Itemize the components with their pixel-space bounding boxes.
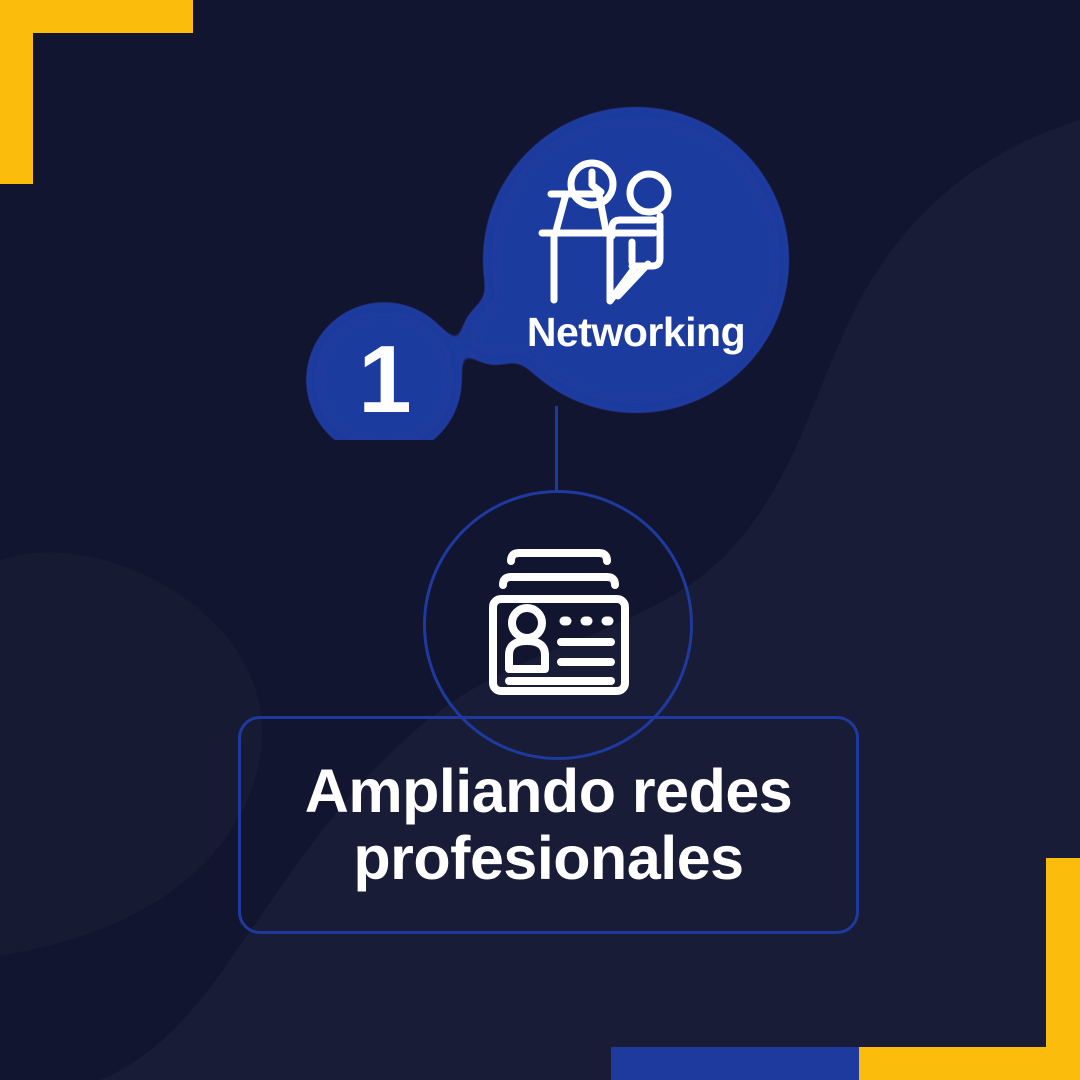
- caption-box: Ampliando redes profesionales: [238, 716, 859, 934]
- step-number-badge: 1: [305, 301, 463, 459]
- metaball-shape: [305, 106, 790, 440]
- bottom-blue-bar: [611, 1047, 859, 1080]
- caption-text: Ampliando redes profesionales: [304, 756, 793, 892]
- detail-icon-circle: [423, 490, 693, 760]
- id-card-icon: [489, 549, 629, 695]
- step-number-text: 1: [358, 326, 411, 433]
- corner-accent-bottom-right-vertical: [1046, 858, 1080, 1080]
- corner-accent-bottom-right-horizontal: [858, 1047, 1080, 1080]
- corner-accent-top-left-vertical: [0, 0, 33, 184]
- connector-line: [555, 406, 558, 492]
- topic-label: Networking: [526, 309, 746, 355]
- person-at-desk-with-clock-icon: [538, 159, 672, 305]
